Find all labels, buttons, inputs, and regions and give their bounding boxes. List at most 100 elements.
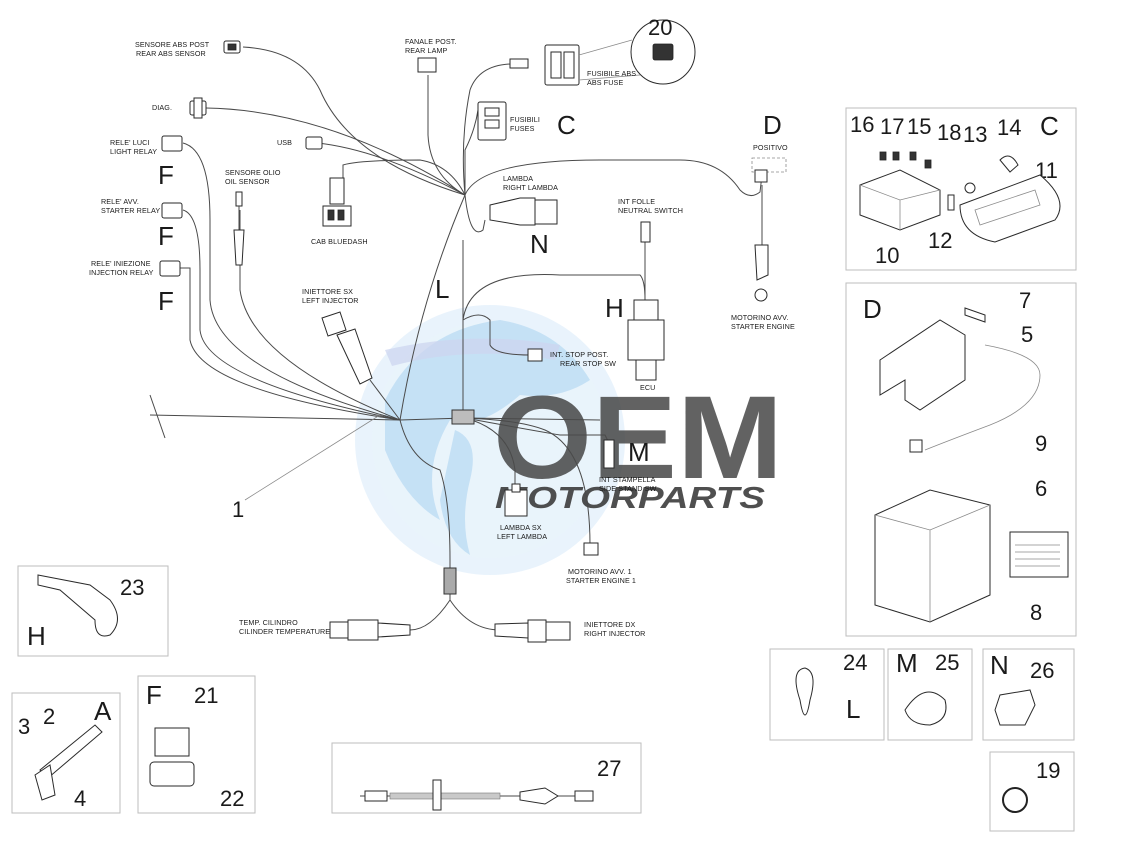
letter-f-starter: F [158,221,174,251]
label-right-injector-it: INIETTORE DX [584,620,635,629]
oem-motorparts-watermark: OEM MOTORPARTS [355,305,783,575]
number-22: 22 [220,786,244,811]
watermark-sub-text: MOTORPARTS [495,480,765,515]
number-10: 10 [875,243,899,268]
number-16: 16 [850,112,874,137]
number-8: 8 [1030,600,1042,625]
letter-h-box: H [27,621,46,651]
main-harness [149,46,763,631]
label-right-lambda-en: RIGHT LAMBDA [503,183,558,192]
label-abs-sensor-it: SENSORE ABS POST [135,40,210,49]
number-27: 27 [597,756,621,781]
label-positive: POSITIVO [753,143,788,152]
label-usb: USB [277,138,292,147]
number-5: 5 [1021,322,1033,347]
letter-m: M [628,437,650,467]
label-cab-bluedash: CAB BLUEDASH [311,237,368,246]
label-starter-engine-it: MOTORINO AVV. [731,313,788,322]
label-rear-lamp-it: FANALE POST. [405,37,457,46]
number-17: 17 [880,114,904,139]
label-rear-lamp-en: REAR LAMP [405,46,448,55]
box-fuse-holder: 16 17 15 18 13 14 C 11 12 10 [845,107,1077,271]
label-cyl-temp-it: TEMP. CILINDRO [239,618,298,627]
letter-f-injection: F [158,286,174,316]
number-13: 13 [963,122,987,147]
box-tie-19: 19 [989,751,1075,832]
letter-n: N [530,229,549,259]
label-fuses-en: FUSES [510,124,535,133]
callouts-main: C D F F F N L H M 1 20 [158,15,782,522]
label-oil-sensor-it: SENSORE OLIO [225,168,281,177]
number-23: 23 [120,575,144,600]
label-starter-engine1-it: MOTORINO AVV. 1 [568,567,632,576]
letter-l: L [435,274,449,304]
label-side-stand-en: SIDE STAND SW [599,484,657,493]
number-6: 6 [1035,476,1047,501]
label-left-injector-it: INIETTORE SX [302,287,353,296]
box-cable-tie-l: 24 L [769,648,885,741]
box-bracket-h: 23 H [17,565,169,657]
number-9: 9 [1035,431,1047,456]
label-injection-relay-it: RELE' INIEZIONE [91,259,151,268]
letter-n-box: N [990,650,1009,680]
letter-l-box: L [846,694,860,724]
harness-labels: SENSORE ABS POST REAR ABS SENSOR DIAG. R… [89,37,795,638]
number-14: 14 [997,115,1021,140]
label-oil-sensor-en: OIL SENSOR [225,177,270,186]
number-24: 24 [843,650,867,675]
label-right-lambda-it: LAMBDA [503,174,533,183]
number-25: 25 [935,650,959,675]
label-abs-sensor-en: REAR ABS SENSOR [136,49,206,58]
number-21: 21 [194,683,218,708]
label-neutral-en: NEUTRAL SWITCH [618,206,683,215]
label-injection-relay-en: INJECTION RELAY [89,268,154,277]
connectors [159,19,787,643]
letter-c-box: C [1040,111,1059,141]
label-rear-stop-en: REAR STOP SW [560,359,616,368]
label-abs-fuse-it: FUSIBILE ABS [587,69,636,78]
label-side-stand-it: INT STAMPELLA [599,475,656,484]
letter-h: H [605,293,624,323]
letter-c-fuses: C [557,110,576,140]
letter-d-box: D [863,294,882,324]
number-20: 20 [648,15,672,40]
label-right-injector-en: RIGHT INJECTOR [584,629,645,638]
label-cyl-temp-en: CILINDER TEMPERATURE [239,627,330,636]
label-light-relay-en: LIGHT RELAY [110,147,157,156]
box-relay-f: F 21 22 [137,675,256,814]
box-battery: D 7 5 9 6 8 [845,282,1077,637]
number-7: 7 [1019,288,1031,313]
letter-d-positive: D [763,110,782,140]
label-left-lambda-it: LAMBDA SX [500,523,542,532]
number-3: 3 [18,714,30,739]
label-starter-relay-en: STARTER RELAY [101,206,160,215]
label-neutral-it: INT FOLLE [618,197,655,206]
letter-f-box: F [146,680,162,710]
label-ecu: ECU [640,383,655,392]
label-left-lambda-en: LEFT LAMBDA [497,532,547,541]
letter-a: A [94,696,112,726]
watermark-logo-text: OEM [493,372,783,504]
box-harness-27: 27 [331,742,642,814]
number-18: 18 [937,120,961,145]
label-light-relay-it: RELE' LUCI [110,138,150,147]
label-starter-engine1-en: STARTER ENGINE 1 [566,576,636,585]
label-abs-fuse-en: ABS FUSE [587,78,623,87]
letter-m-box: M [896,648,918,678]
label-diag: DIAG. [152,103,172,112]
number-26: 26 [1030,658,1054,683]
number-12: 12 [928,228,952,253]
box-sensor-a: 3 2 A 4 [11,692,121,814]
number-2: 2 [43,704,55,729]
number-4: 4 [74,786,86,811]
label-left-injector-en: LEFT INJECTOR [302,296,359,305]
label-fuses-it: FUSIBILI [510,115,540,124]
label-starter-engine-en: STARTER ENGINE [731,322,795,331]
letter-f-light: F [158,160,174,190]
number-1: 1 [232,497,244,522]
box-clamp-m: M 25 [887,648,973,741]
number-15: 15 [907,114,931,139]
label-rear-stop-it: INT. STOP POST. [550,350,608,359]
label-starter-relay-it: RELE' AVV. [101,197,139,206]
